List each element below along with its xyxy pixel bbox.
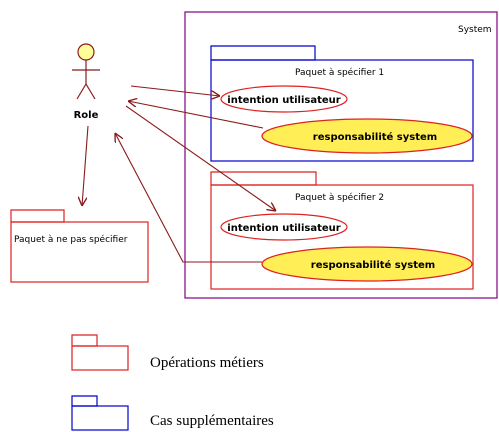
arrows [82, 85, 276, 263]
package-2-label: Paquet à spécifier 2 [295, 192, 384, 203]
arrow-actor-to-intention-2 [125, 105, 276, 211]
use-case-intention-1-label: intention utilisateur [227, 95, 340, 106]
use-case-responsabilite-2: responsabilité system [261, 246, 473, 282]
use-case-intention-2: intention utilisateur [220, 213, 348, 241]
actor-label: Role [74, 110, 99, 121]
legend-package-icon-blue [71, 395, 129, 431]
system-boundary: System [184, 11, 498, 299]
package-not-specified [10, 209, 149, 283]
legend: Opérations métiers Cas supplémentaires [71, 334, 274, 431]
use-case-responsabilite-1: responsabilité system [261, 118, 473, 154]
legend-item-cas-supplementaires: Cas supplémentaires [71, 395, 274, 431]
arrow-actor-to-package-not-specified [82, 125, 89, 206]
package-not-specified-label: Paquet à ne pas spécifier [14, 234, 128, 245]
use-case-intention-2-label: intention utilisateur [227, 223, 340, 234]
use-case-intention-1: intention utilisateur [220, 85, 348, 113]
legend-package-icon-red [71, 334, 129, 371]
legend-label-cas-supplementaires: Cas supplémentaires [150, 413, 274, 429]
use-case-responsabilite-1-label: responsabilité system [313, 131, 437, 143]
use-case-responsabilite-2-label: responsabilité system [311, 259, 435, 271]
actor-role: Role [72, 43, 100, 121]
arrow-responsabilite-2-to-actor [115, 133, 262, 263]
package-2 [210, 171, 474, 290]
actor-icon [72, 43, 100, 100]
arrow-responsabilite-1-to-actor [128, 101, 264, 129]
package-1-label: Paquet à spécifier 1 [295, 67, 384, 78]
legend-label-operations-metiers: Opérations métiers [150, 355, 264, 371]
system-label: System [458, 25, 492, 35]
package-1 [210, 45, 474, 162]
legend-item-operations-metiers: Opérations métiers [71, 334, 264, 371]
arrow-actor-to-intention-1 [130, 85, 220, 96]
